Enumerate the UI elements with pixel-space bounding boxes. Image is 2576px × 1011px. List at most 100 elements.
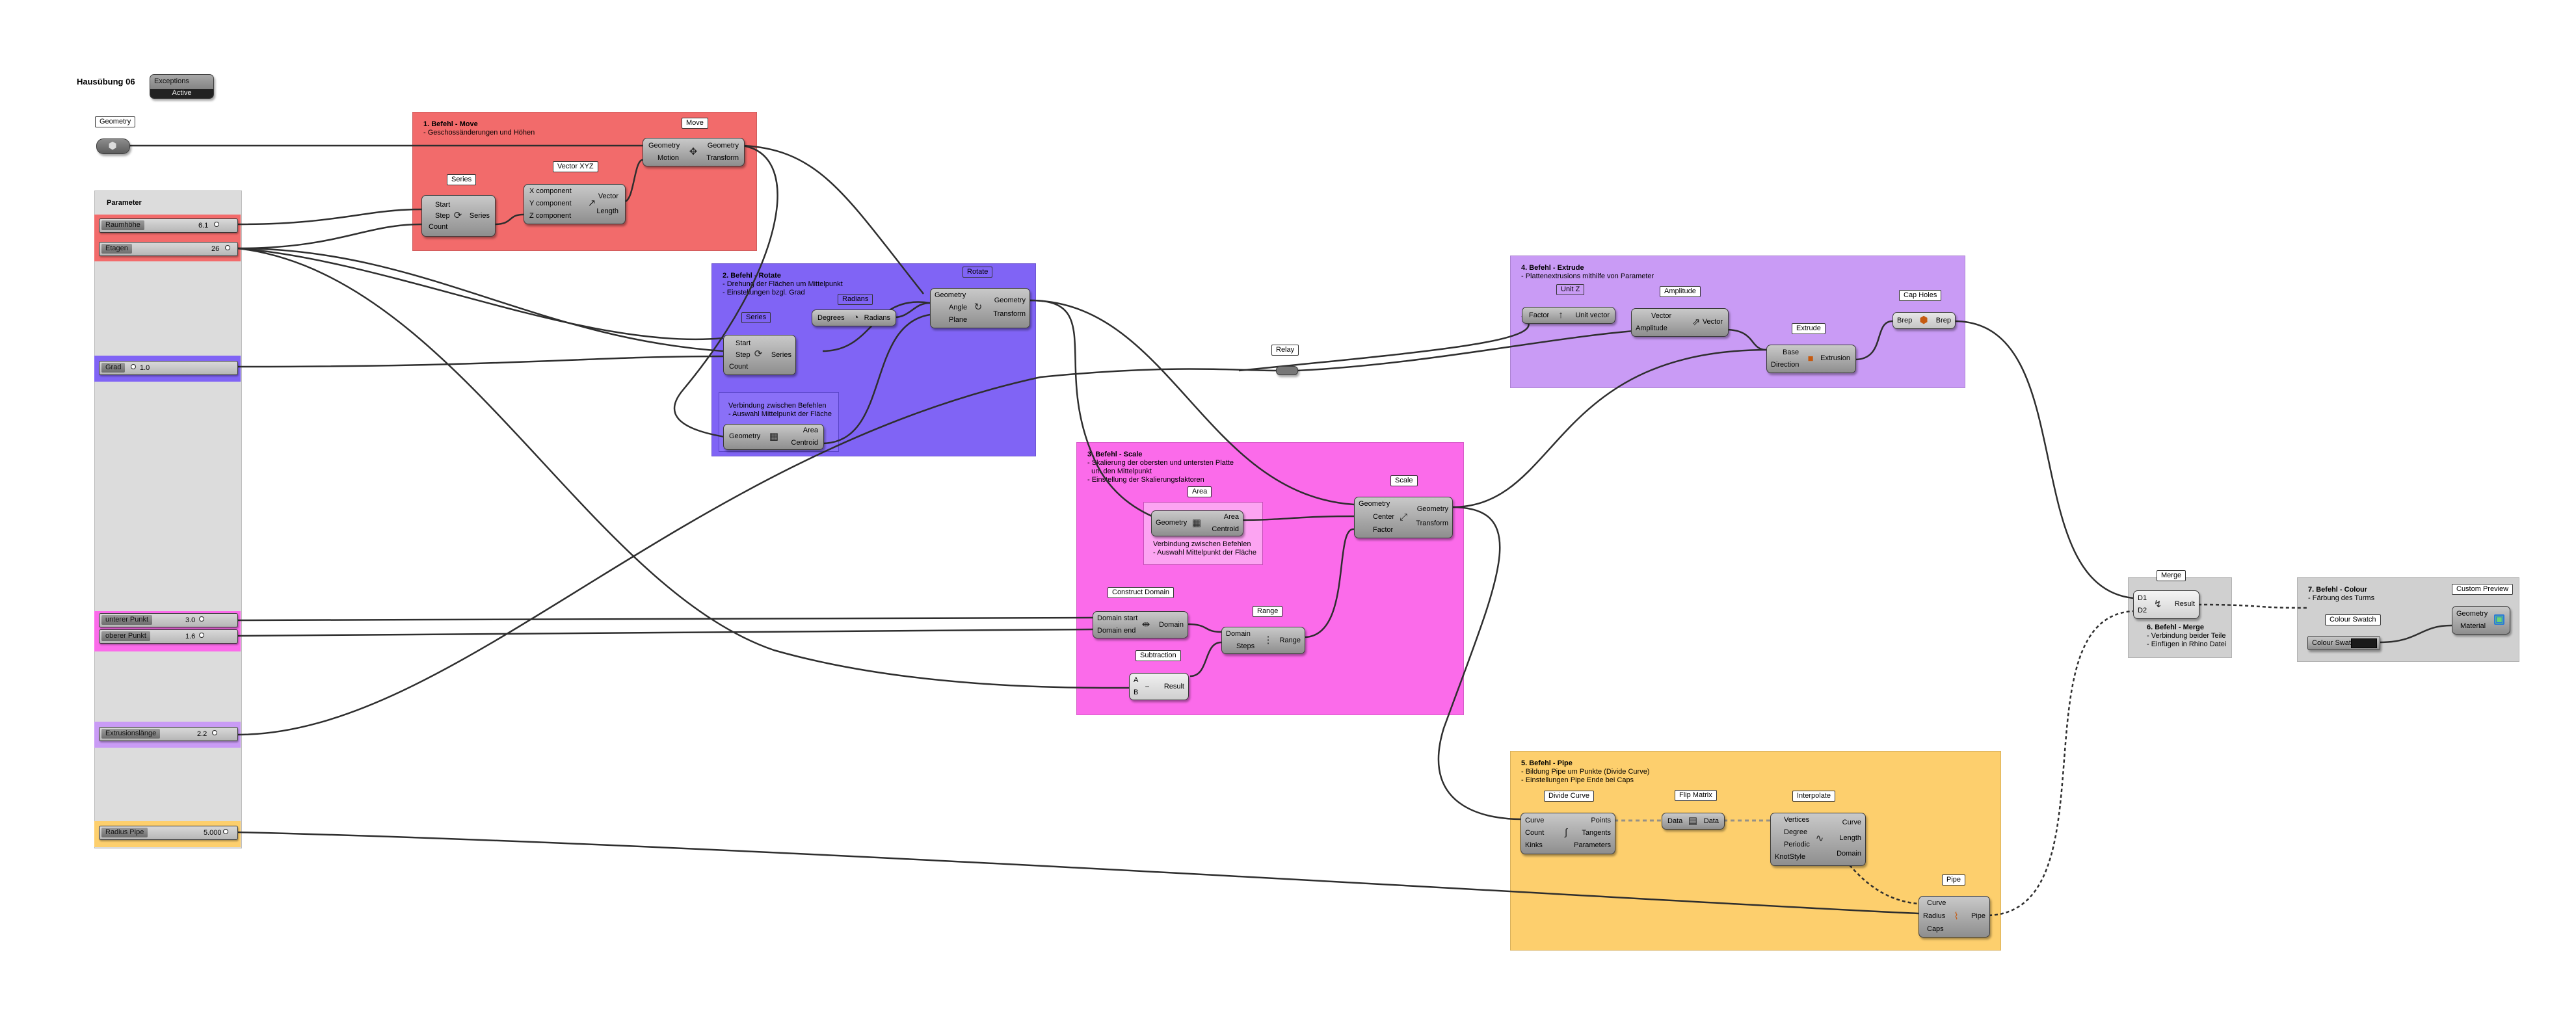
group-title: 4. Befehl - Extrude- Plattenextrusions m… <box>1521 264 1654 280</box>
unit-z-component[interactable]: Factor ↑ Unit vector <box>1522 307 1615 324</box>
construct-domain-tag: Construct Domain <box>1108 587 1175 598</box>
slider-value: 26 <box>211 245 220 253</box>
output-label: Curve <box>1842 819 1861 826</box>
input-label: Geometry <box>1359 500 1390 508</box>
input-label: Start <box>435 201 451 209</box>
output-label: Result <box>2174 600 2195 608</box>
input-label: Brep <box>1897 317 1913 324</box>
wire <box>1451 348 1767 508</box>
input-label: KnotStyle <box>1775 853 1806 861</box>
output-label: Result <box>1163 683 1184 690</box>
flip-matrix-component[interactable]: Data ▤ Data <box>1662 813 1725 830</box>
subtraction-component[interactable]: A B − Result <box>1129 673 1189 700</box>
output-label: Range <box>1279 637 1301 644</box>
wire <box>2198 603 2308 609</box>
wire <box>237 247 724 352</box>
slider-grip[interactable] <box>199 616 204 622</box>
slider-grip[interactable] <box>212 730 217 735</box>
geometry-param[interactable]: ⬢ <box>96 138 130 154</box>
area-icon: ▦ <box>769 431 779 442</box>
exceptions-component[interactable]: Exceptions Active <box>150 74 214 99</box>
input-label: Geometry <box>2456 610 2488 618</box>
series-component[interactable]: Start Step Count ⟳ Series <box>421 195 496 237</box>
exceptions-status: Active <box>150 89 213 98</box>
rotate-tag: Rotate <box>963 267 993 278</box>
output-label: Points <box>1591 817 1611 824</box>
input-label: Data <box>1667 817 1683 825</box>
colour-swatch-label: Colour Swatch <box>2312 639 2359 647</box>
vector-xyz-component[interactable]: X component Y component Z component ↗ Ve… <box>524 184 626 224</box>
input-label: Base <box>1783 348 1799 356</box>
wire <box>237 616 1093 622</box>
merge-component[interactable]: D1 D2 ↯ Result <box>2133 590 2199 619</box>
slider-label: oberer Punkt <box>101 631 150 641</box>
group-scale: 3. Befehl - Scale- Skalierung der oberst… <box>1076 442 1464 715</box>
input-label: Degree <box>1784 828 1808 836</box>
interpolate-component[interactable]: Vertices Degree Periodic KnotStyle ∿ Cur… <box>1770 813 1866 866</box>
wire <box>1297 328 1653 372</box>
slider-value: 2.2 <box>197 730 207 738</box>
output-label: Series <box>771 351 791 359</box>
input-label: Material <box>2460 622 2486 630</box>
input-label: Factor <box>1373 526 1394 534</box>
wire <box>1028 299 1161 523</box>
group-title: 5. Befehl - Pipe- Bildung Pipe um Punkte… <box>1521 759 1650 784</box>
range-component[interactable]: Domain Steps ⋮ Range <box>1221 627 1305 654</box>
move-component[interactable]: Geometry Motion ✥ Geometry Transform <box>643 138 745 166</box>
amplitude-component[interactable]: Vector Amplitude ⇗ Vector <box>1631 308 1729 337</box>
wire <box>2378 624 2452 644</box>
area2-tag: Area <box>1188 486 1212 497</box>
output-label: Domain <box>1837 850 1861 858</box>
wire <box>1954 320 2134 599</box>
colour-swatch-component[interactable]: Colour Swatch <box>2307 636 2380 650</box>
divide-curve-component[interactable]: Curve Count Kinks ∫ Points Tangents Para… <box>1520 813 1615 854</box>
custom-preview-component[interactable]: Geometry Material ▣ <box>2452 606 2510 635</box>
output-label: Data <box>1703 817 1719 825</box>
slider-radius-pipe[interactable]: Radius Pipe 5.000 <box>99 826 238 840</box>
slider-grip[interactable] <box>223 829 228 834</box>
radians-icon: ◔ <box>853 312 859 323</box>
input-label: Vector <box>1651 312 1672 320</box>
slider-extrusionslaenge[interactable]: Extrusionslänge 2.2 <box>99 727 238 741</box>
construct-domain-component[interactable]: Domain start Domain end ⇹ Domain <box>1093 611 1188 638</box>
input-label: Degrees <box>817 314 845 322</box>
slider-grad[interactable]: Grad 1.0 <box>99 361 238 375</box>
rotate-component[interactable]: Geometry Angle Plane ↻ Geometry Transfor… <box>930 288 1030 328</box>
slider-label: unterer Punkt <box>101 615 153 625</box>
series-icon: ⟳ <box>453 210 462 221</box>
input-label: Periodic <box>1784 841 1810 848</box>
slider-unterer-punkt[interactable]: unterer Punkt 3.0 <box>99 613 238 627</box>
output-label: Domain <box>1159 621 1184 629</box>
area2-component[interactable]: Geometry ▦ Area Centroid <box>1151 510 1243 536</box>
radians-component[interactable]: Degrees ◔ Radians <box>812 309 896 326</box>
slider-grip[interactable] <box>214 222 219 227</box>
interpolate-icon: ∿ <box>1815 833 1824 844</box>
input-label: Amplitude <box>1636 324 1667 332</box>
input-label: Kinks <box>1525 841 1543 849</box>
series2-component[interactable]: Start Step Count ⟳ Series <box>723 335 796 375</box>
input-label: Domain end <box>1097 627 1136 635</box>
output-label: Transform <box>706 154 739 162</box>
slider-grip[interactable] <box>199 633 204 638</box>
wire <box>742 144 924 295</box>
range-icon: ⋮ <box>1263 635 1273 646</box>
colour-swatch-color[interactable] <box>2351 638 2377 648</box>
area-component[interactable]: Geometry ▦ Area Centroid <box>723 424 824 450</box>
group-title: Verbindung zwischen Befehlen - Auswahl M… <box>1153 540 1256 557</box>
extrude-component[interactable]: Base Direction ■ Extrusion <box>1766 345 1856 373</box>
wire <box>624 159 643 203</box>
wire <box>1437 506 1521 821</box>
scale-component[interactable]: Geometry Center Factor ⤢ Geometry Transf… <box>1354 497 1453 538</box>
cap-holes-component[interactable]: Brep ⬢ Brep <box>1892 312 1956 329</box>
pipe-component[interactable]: Curve Radius Caps ⌇ Pipe <box>1919 896 1990 938</box>
slider-oberer-punkt[interactable]: oberer Punkt 1.6 <box>99 629 238 644</box>
slider-raumhoehe[interactable]: Raumhöhe 6.1 <box>99 218 238 233</box>
scale-icon: ⤢ <box>1399 512 1407 523</box>
wire <box>1238 315 1530 372</box>
slider-grip[interactable] <box>131 364 136 369</box>
relay-component[interactable] <box>1276 366 1298 375</box>
output-label: Vector <box>1702 318 1723 326</box>
slider-etagen[interactable]: Etagen 26 <box>99 242 238 256</box>
unit-z-tag: Unit Z <box>1556 284 1585 295</box>
slider-grip[interactable] <box>225 245 230 250</box>
